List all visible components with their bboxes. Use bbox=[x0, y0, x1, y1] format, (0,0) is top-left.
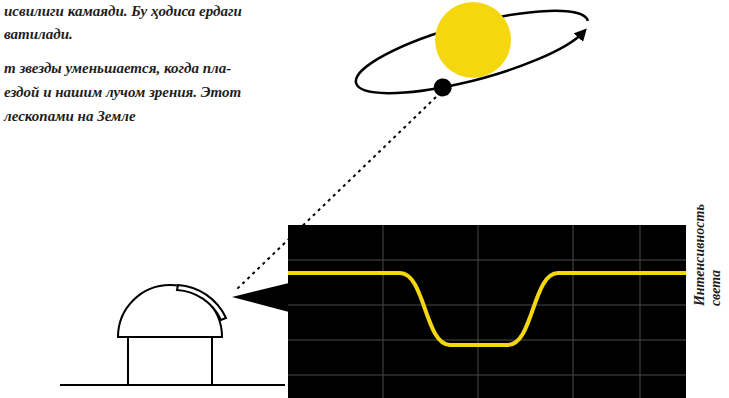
caption-text: исвилиги камаяди. Бу ҳодиса ердаги bbox=[4, 3, 242, 20]
planet bbox=[432, 76, 454, 98]
callout-pointer bbox=[232, 283, 289, 312]
star bbox=[435, 2, 511, 78]
caption-text: ватилади. bbox=[4, 26, 73, 43]
orbit-back bbox=[349, 0, 588, 83]
caption-text: т звезды уменьшается, когда пла- bbox=[4, 60, 231, 77]
light-curve bbox=[288, 273, 686, 345]
caption-text: лескопами на Земле bbox=[4, 108, 136, 125]
axis-label: Интенсивность света bbox=[692, 184, 724, 306]
light-curve-panel bbox=[288, 225, 686, 398]
orbit-front bbox=[356, 23, 588, 110]
caption-text: ездой и нашим лучом зрения. Этот bbox=[4, 84, 241, 101]
